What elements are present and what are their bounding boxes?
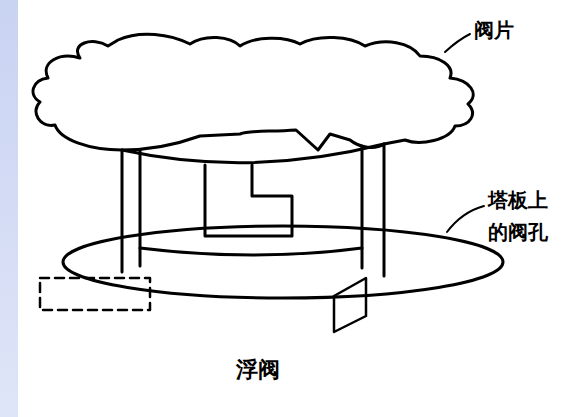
valve-leg	[361, 146, 364, 268]
valve-plate	[33, 34, 473, 150]
part-label: 塔板上的阀孔	[488, 184, 551, 248]
part-label: 阀片	[474, 14, 514, 46]
bent-leg	[334, 278, 366, 332]
valve-leg	[383, 144, 386, 276]
valve-leg	[121, 150, 124, 272]
leader-line	[445, 34, 470, 52]
bent-leg-dashed	[40, 278, 150, 310]
body-bottom	[140, 248, 362, 255]
valve-tab	[205, 165, 292, 236]
figure-caption: 浮阀	[236, 352, 280, 387]
leader-line	[447, 206, 484, 232]
side-strip	[0, 0, 18, 417]
